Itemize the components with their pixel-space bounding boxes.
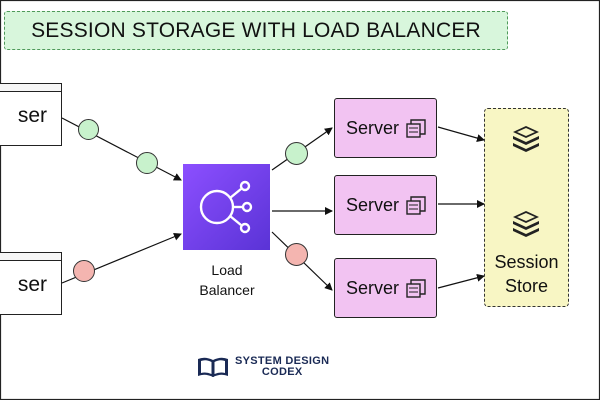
browser-label-1: ser bbox=[17, 104, 47, 127]
session-store-label-line1: Session bbox=[494, 252, 559, 272]
server-copy-icon bbox=[406, 279, 426, 298]
request-dot-success bbox=[285, 142, 308, 165]
browser-client-1: ser bbox=[0, 83, 62, 146]
diagram-title: SESSION STORAGE WITH LOAD BALANCER bbox=[4, 11, 508, 50]
book-logo-icon bbox=[198, 357, 228, 377]
request-dot-failure bbox=[73, 260, 95, 282]
server-label: Server bbox=[346, 117, 400, 138]
load-balancer-label-line2: Balancer bbox=[199, 282, 255, 298]
browser-client-2: ser bbox=[0, 252, 62, 315]
session-store-box bbox=[484, 108, 569, 307]
server-label: Server bbox=[346, 194, 400, 215]
load-balancer-label: Load Balancer bbox=[178, 260, 276, 300]
server-copy-icon bbox=[406, 196, 426, 215]
request-dot-success bbox=[136, 152, 158, 174]
session-store-label: Session Store bbox=[484, 250, 569, 298]
database-stack-icon bbox=[513, 211, 539, 237]
brand-line2: CODEX bbox=[261, 366, 303, 378]
session-store-label-line2: Store bbox=[504, 276, 549, 296]
browser-label-2: ser bbox=[17, 273, 47, 296]
brand-line1: SYSTEM DESIGN bbox=[235, 355, 330, 367]
load-balancer-icon bbox=[199, 180, 253, 234]
load-balancer-label-line1: Load bbox=[211, 262, 243, 278]
browser-window-icon bbox=[0, 253, 61, 261]
server-label: Server bbox=[346, 277, 400, 298]
browser-window-icon bbox=[0, 84, 61, 92]
load-balancer-box bbox=[183, 164, 270, 250]
server-2: Server bbox=[334, 175, 437, 235]
arrow-server3-to-store bbox=[437, 273, 485, 289]
server-3: Server bbox=[334, 258, 437, 318]
arrow-server1-to-store bbox=[437, 126, 485, 142]
request-dot-failure bbox=[285, 243, 308, 266]
database-stack-icon bbox=[513, 126, 539, 152]
brand-logo: SYSTEM DESIGN CODEX bbox=[196, 354, 329, 380]
server-1: Server bbox=[334, 98, 437, 158]
request-dot-success bbox=[78, 119, 99, 140]
brand-text: SYSTEM DESIGN CODEX bbox=[235, 356, 329, 378]
server-copy-icon bbox=[406, 119, 426, 138]
